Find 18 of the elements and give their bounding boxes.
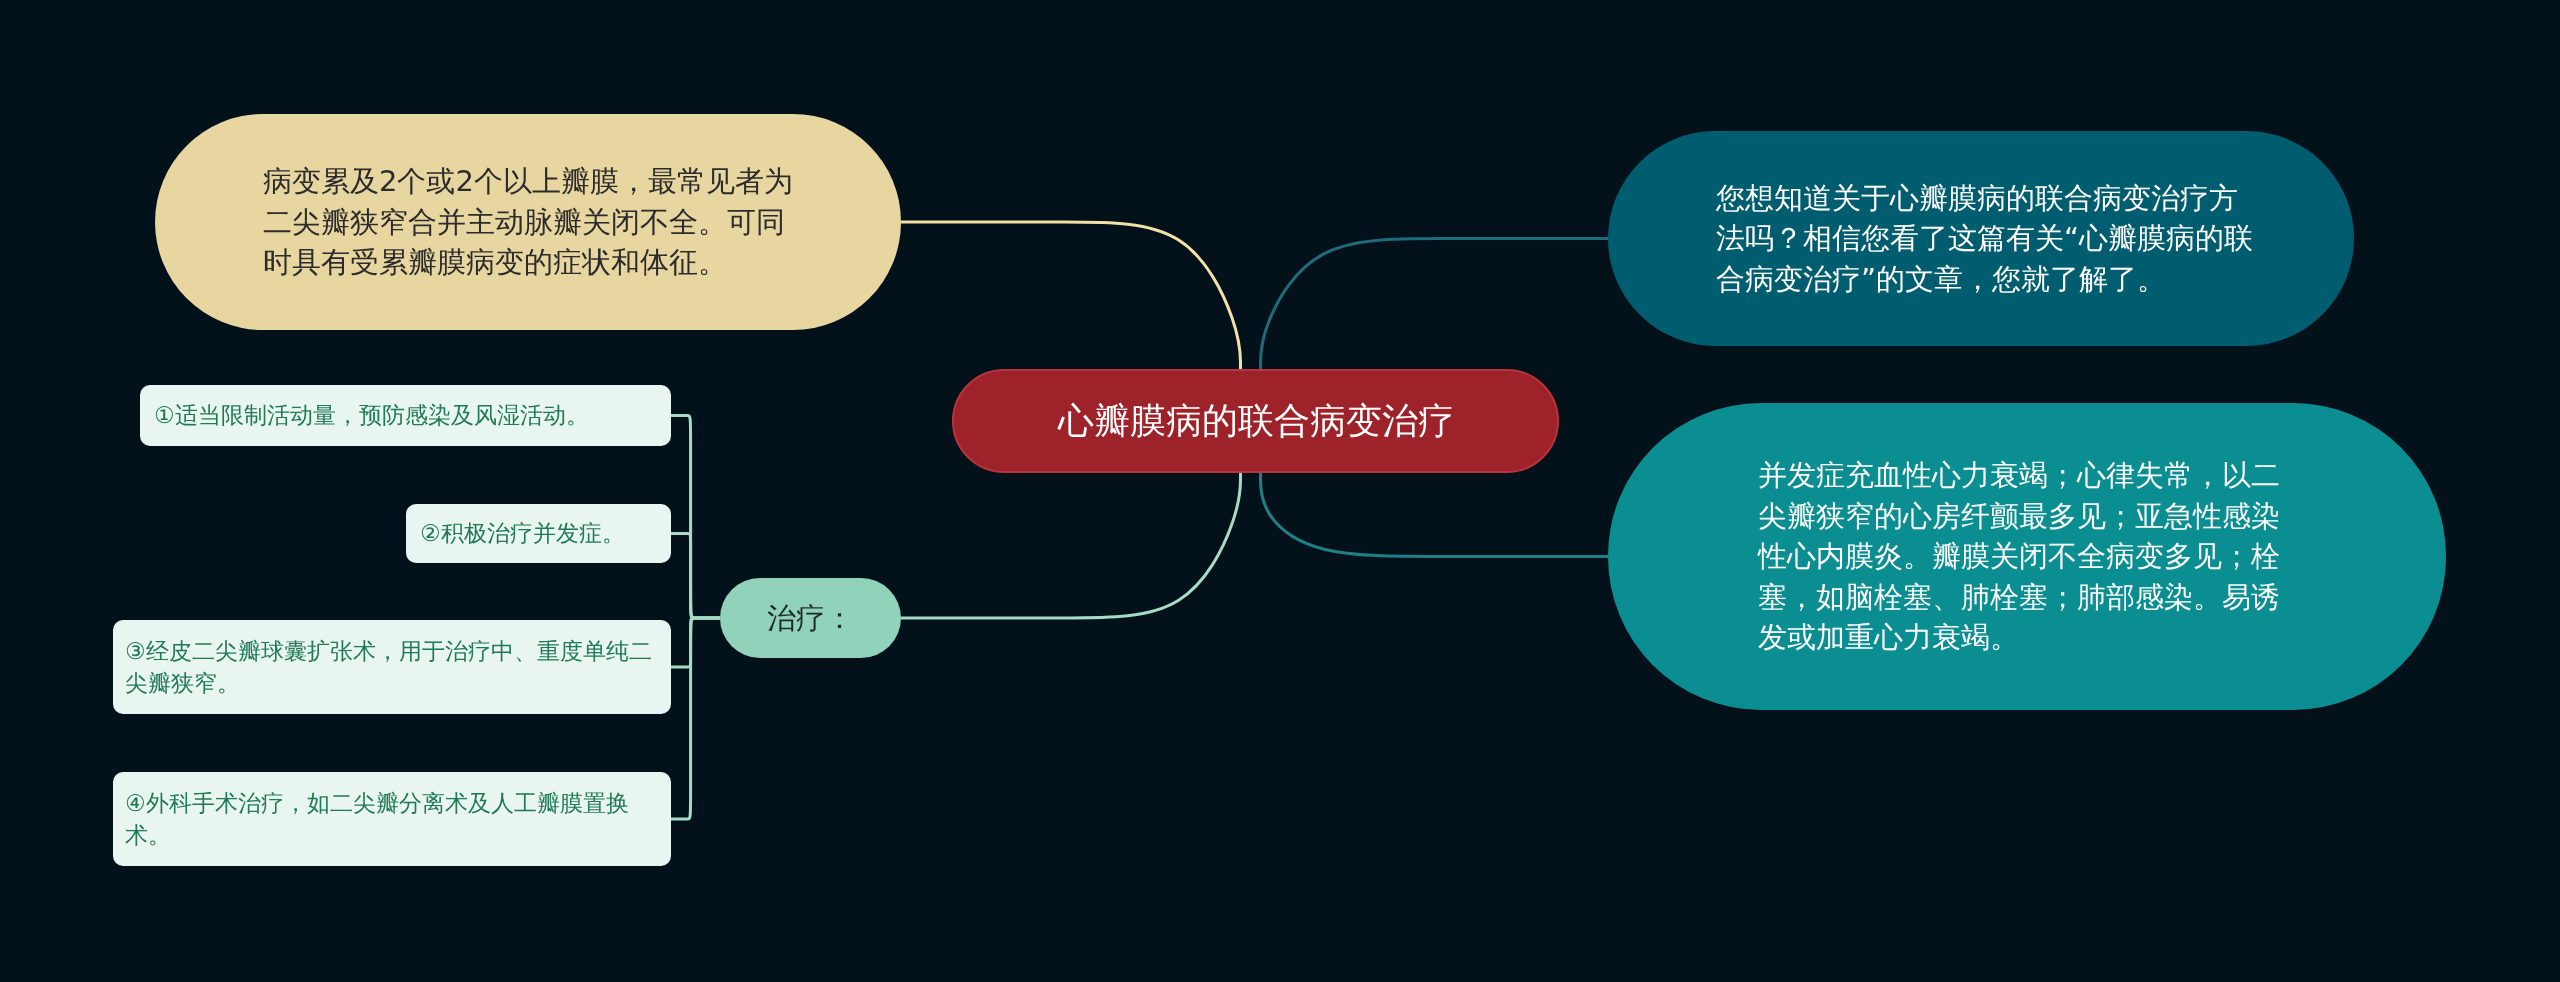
node-text: ②积极治疗并发症。 <box>420 519 625 549</box>
connector-line <box>1259 237 1608 369</box>
item-card <box>113 620 671 714</box>
connector-line <box>671 616 720 821</box>
connector-line <box>901 220 1242 369</box>
node-text: ①适当限制活动量，预防感染及风湿活动。 <box>154 401 589 431</box>
node-text: 病变累及2个或2个以上瓣膜，最常见者为二尖瓣狭窄合并主动脉瓣关闭不全。可同时具有受累瓣膜病变的症状和体征。 <box>263 163 794 282</box>
connector-line <box>901 473 1242 620</box>
node-text: 治疗： <box>767 599 854 637</box>
node-text: 心瓣膜病的联合病变治疗 <box>1057 398 1454 443</box>
connector-line <box>1259 473 1608 558</box>
node-text: ③经皮二尖瓣球囊扩张术，用于治疗中、重度单纯二尖瓣狭窄。 <box>125 636 653 698</box>
node-text: 您想知道关于心瓣膜病的联合病变治疗方法吗？相信您看了这篇有关“心瓣膜病的联合病变治疗”的文章，您就了解了。 <box>1716 179 2254 298</box>
node-text: 并发症充血性心力衰竭；心律失常，以二尖瓣狭窄的心房纤颤最多见；亚急性感染性心内膜炎。瓣膜关闭不全病变多见；栓塞，如脑栓塞、肺栓塞；肺部感染。易诱发或加重心力衰竭。 <box>1758 457 2281 657</box>
item-card <box>406 504 671 563</box>
node-text: ④外科手术治疗，如二尖瓣分离术及人工瓣膜置换术。 <box>125 788 630 850</box>
item-card <box>113 772 671 866</box>
item-card <box>140 385 671 446</box>
